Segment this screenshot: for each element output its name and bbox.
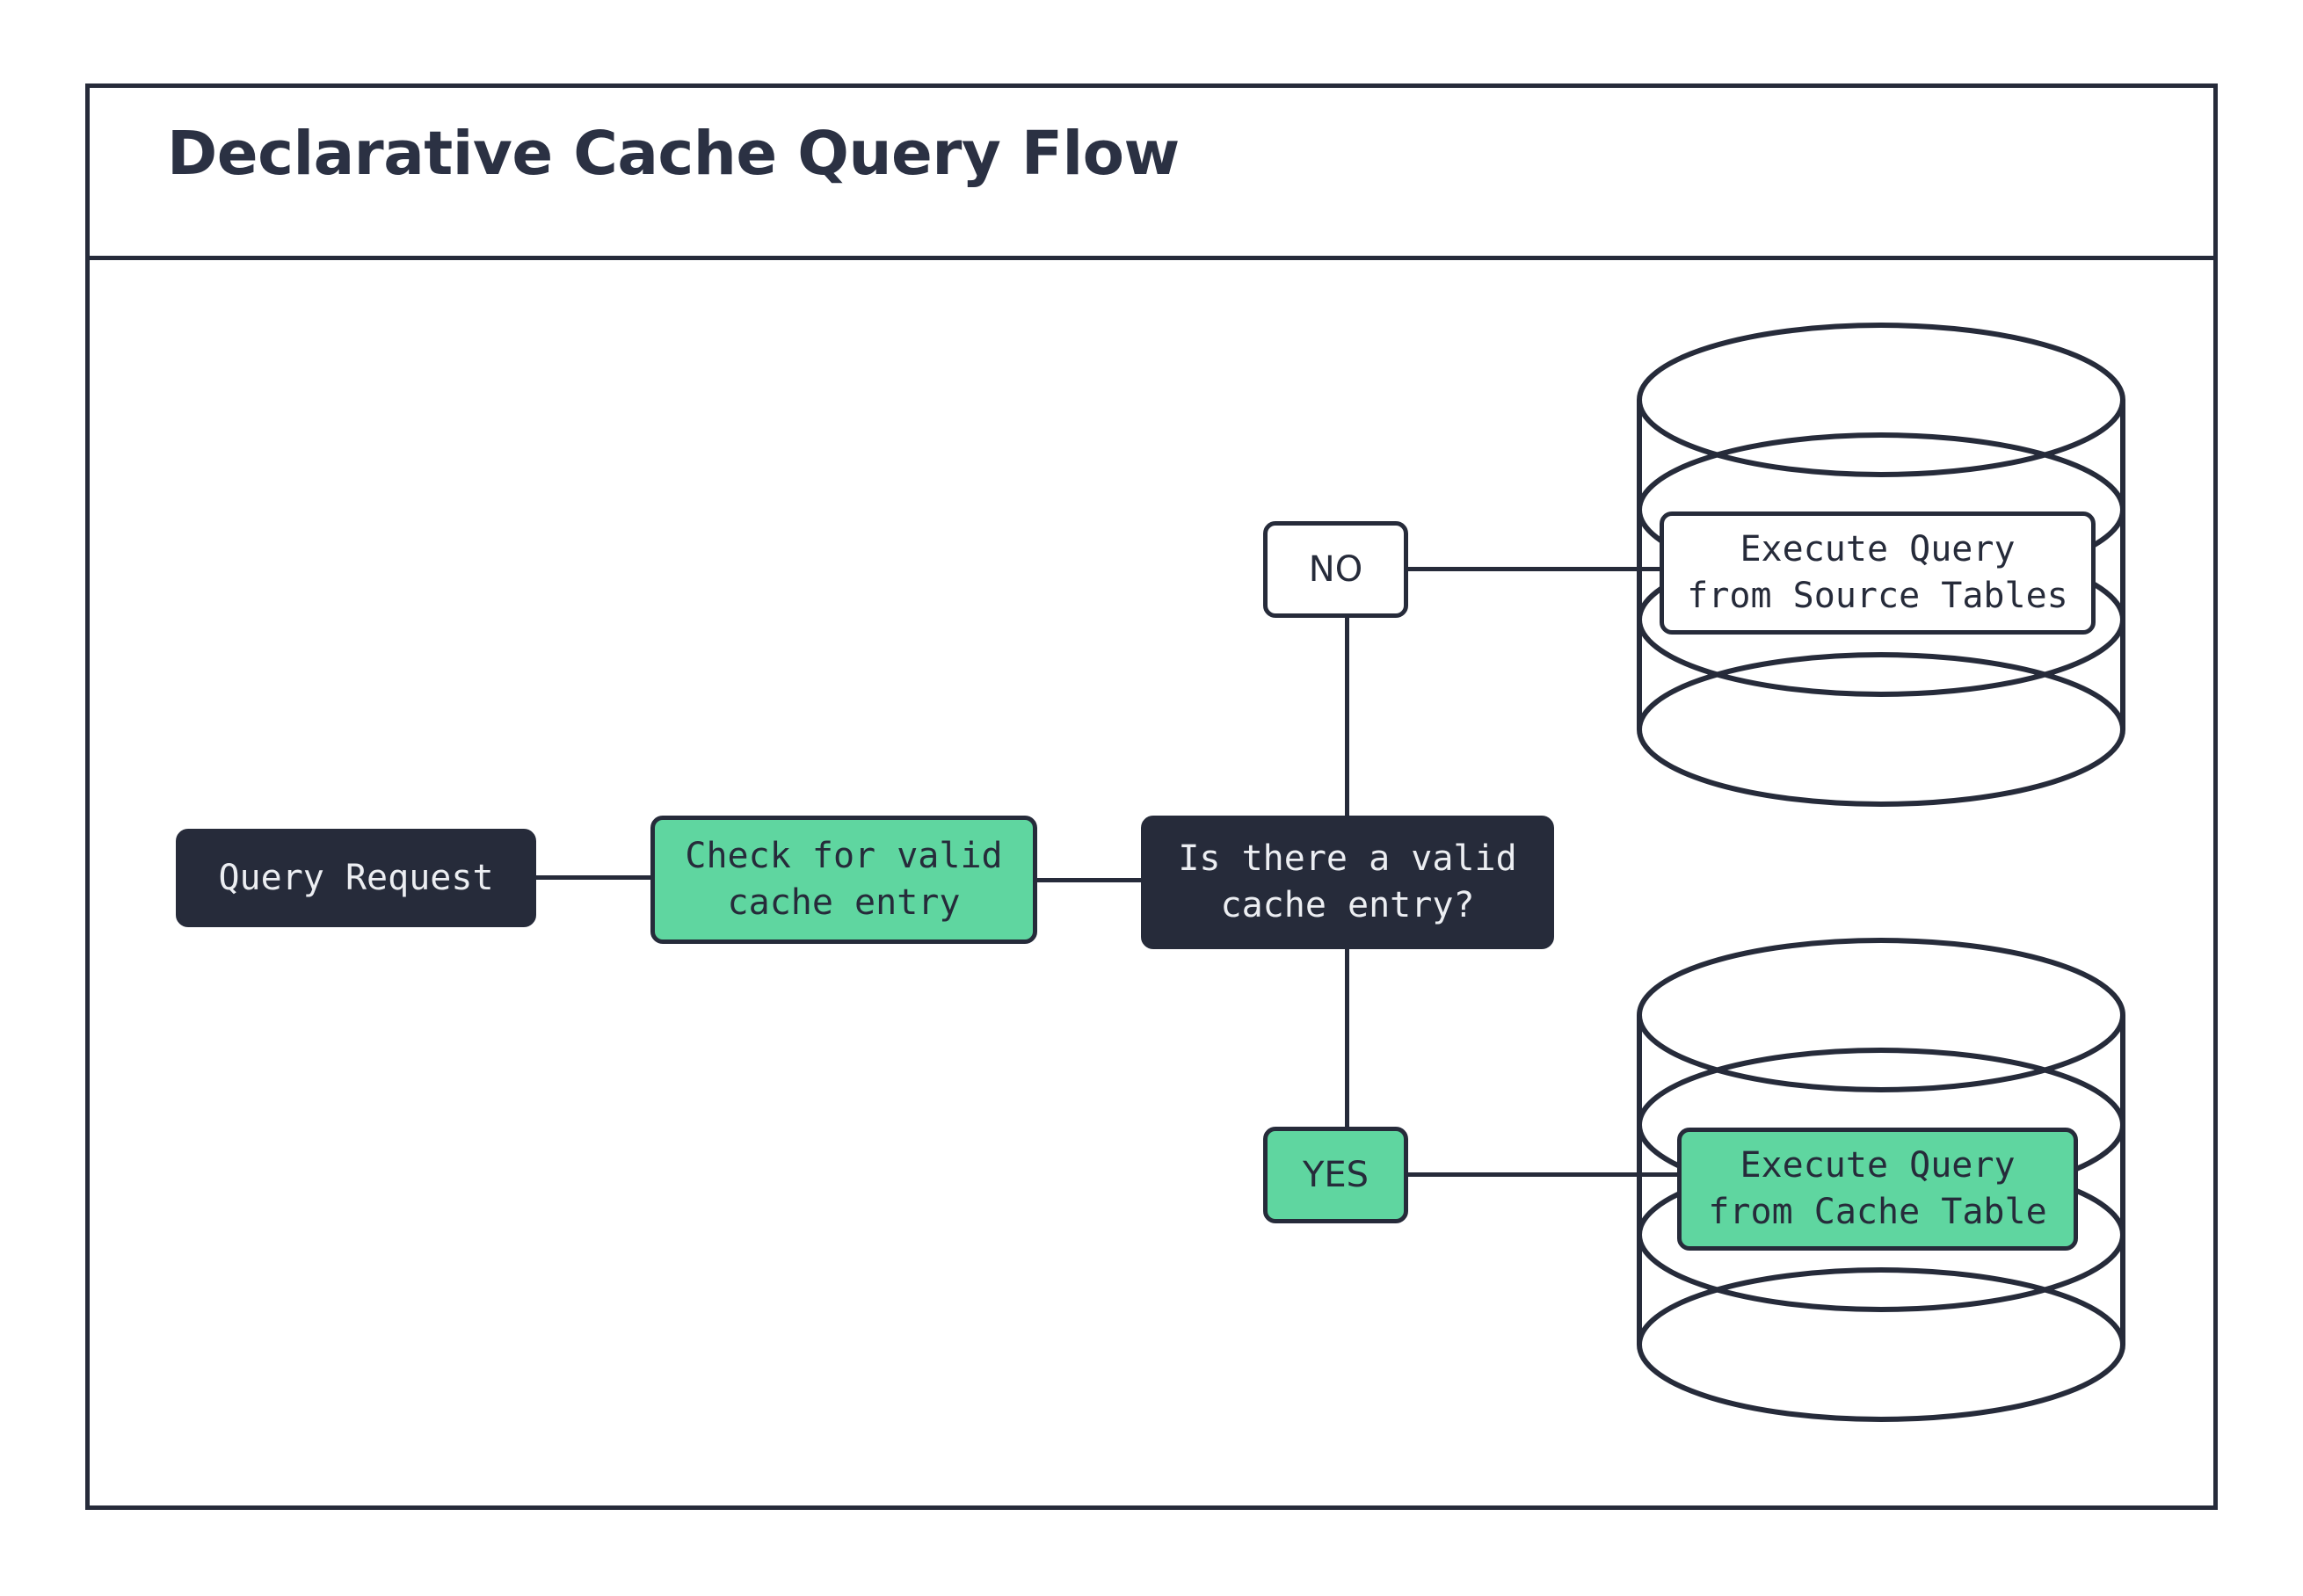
- node-check-for-valid-cache-entry[interactable]: Check for valid cache entry: [650, 816, 1037, 944]
- edge-no-to-execute-source: [1406, 567, 1670, 571]
- edge-decision-to-no: [1345, 615, 1349, 817]
- node-query-request[interactable]: Query Request: [176, 829, 536, 927]
- page-title: Declarative Cache Query Flow: [167, 119, 1180, 189]
- edge-decision-to-yes: [1345, 947, 1349, 1128]
- node-decision-valid-cache-entry[interactable]: Is there a valid cache entry?: [1141, 816, 1554, 949]
- edge-check-cache-to-decision: [1037, 878, 1141, 882]
- diagram-frame: [85, 83, 2218, 1510]
- edge-yes-to-execute-cache: [1406, 1172, 1688, 1177]
- diagram-header-bar: [85, 83, 2218, 260]
- edge-query-request-to-check-cache: [536, 875, 650, 880]
- node-execute-query-from-cache-table[interactable]: Execute Query from Cache Table: [1677, 1128, 2078, 1251]
- branch-label-yes[interactable]: YES: [1263, 1127, 1408, 1223]
- branch-label-no[interactable]: NO: [1263, 521, 1408, 618]
- node-execute-query-from-source-tables[interactable]: Execute Query from Source Tables: [1660, 511, 2096, 635]
